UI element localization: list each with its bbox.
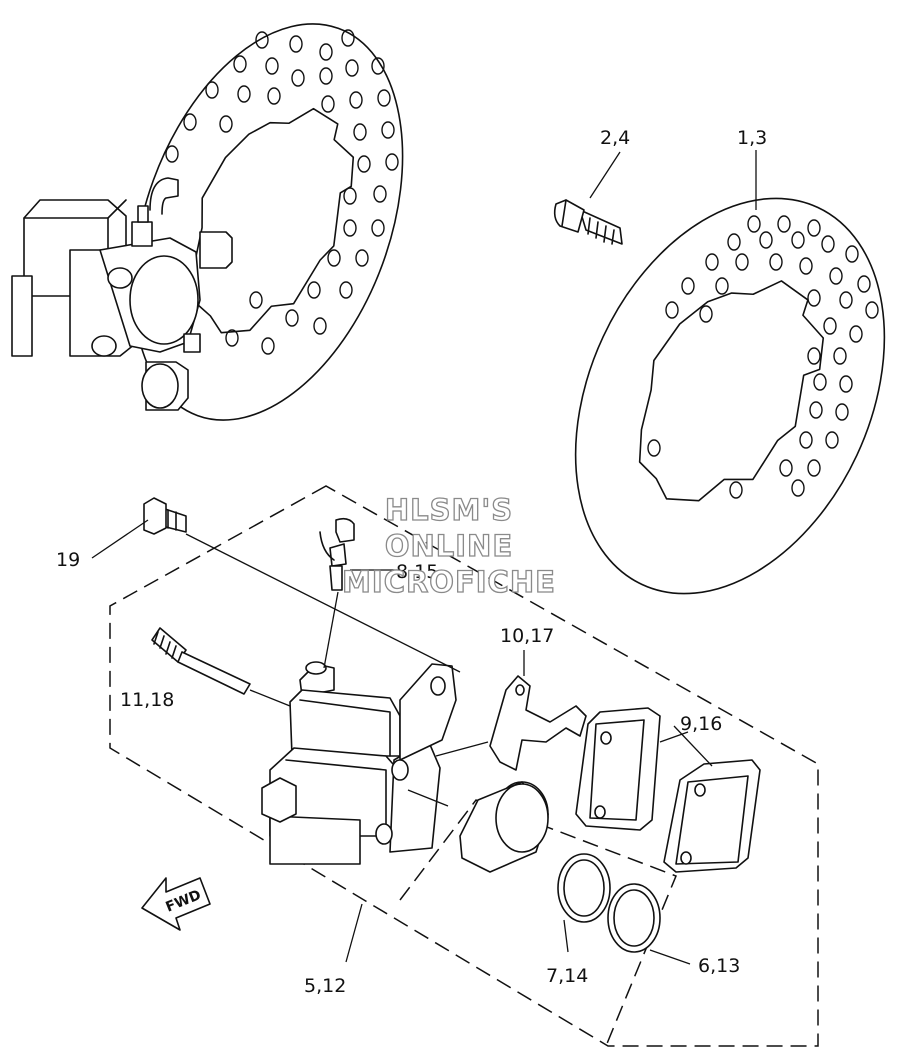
bleeder-screw-part [319, 517, 355, 591]
label-8-15: 8,15 [396, 561, 438, 583]
piston-seal-part [557, 853, 611, 923]
dust-seal-part [607, 883, 661, 953]
watermark-line-2: ONLINE [385, 529, 513, 563]
watermark-line-3: MICROFICHE [342, 565, 556, 599]
label-19: 19 [56, 549, 80, 571]
watermark-line-1: HLSM'S [385, 493, 513, 527]
label-10-17: 10,17 [500, 625, 554, 647]
watermark: HLSM'S ONLINE MICROFICHE [341, 492, 556, 599]
forward-arrow-icon: FWD [141, 877, 211, 931]
label-9-16: 9,16 [680, 713, 722, 735]
label-1-3: 1,3 [737, 127, 767, 149]
brake-pads-part [575, 707, 761, 873]
label-5-12: 5,12 [304, 975, 346, 997]
label-11-18: 11,18 [120, 689, 174, 711]
pad-spring-part [489, 675, 587, 771]
brake-disc-part [574, 197, 886, 595]
piston-part [459, 781, 549, 873]
assembled-brake-disc [11, 23, 404, 421]
assembled-caliper [11, 199, 233, 411]
caliper-part [261, 661, 457, 865]
piston-seal-outline [399, 799, 677, 1047]
assembly-outline [109, 485, 819, 1047]
caliper-bolt-part [143, 497, 187, 535]
label-6-13: 6,13 [698, 955, 740, 977]
slide-pin-part [151, 627, 251, 695]
disc-bolt-part [553, 199, 623, 245]
label-2-4: 2,4 [600, 127, 630, 149]
leader-lines [91, 150, 757, 965]
label-7-14: 7,14 [546, 965, 588, 987]
